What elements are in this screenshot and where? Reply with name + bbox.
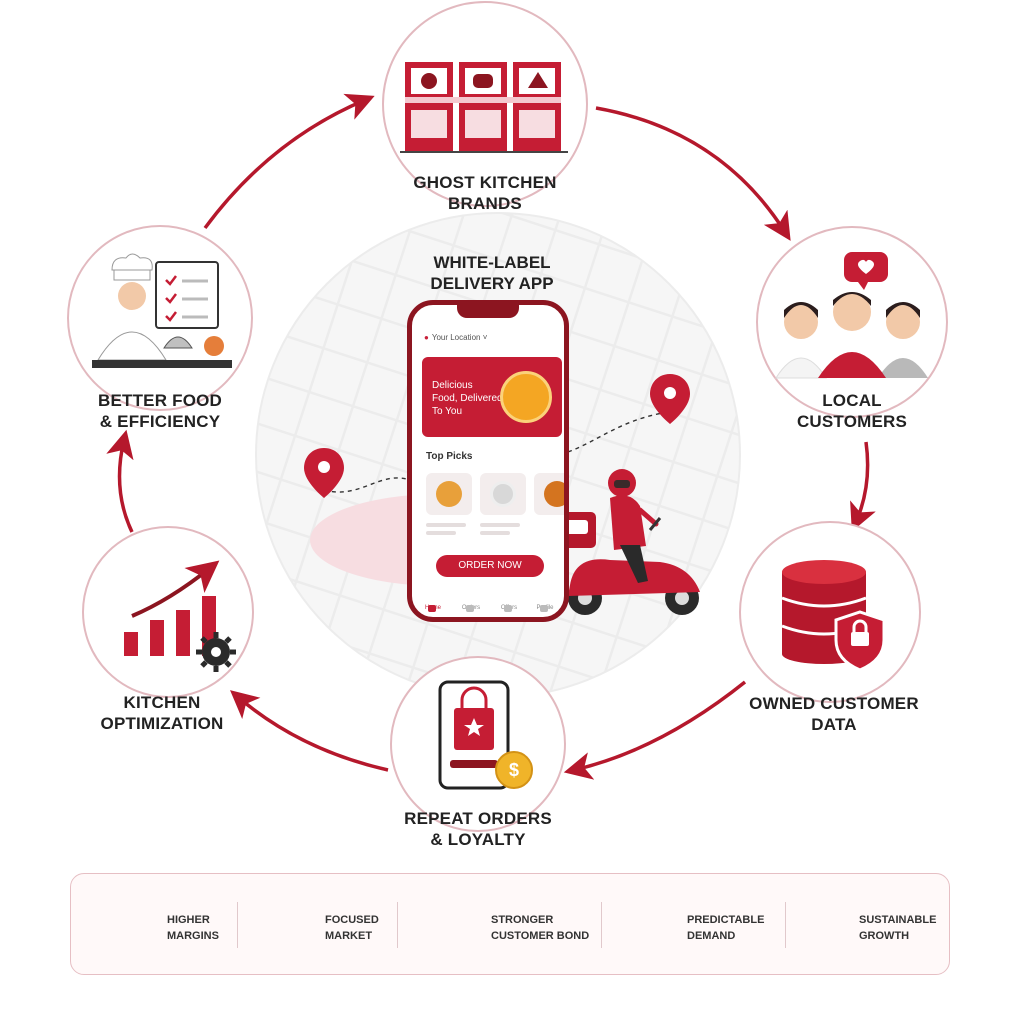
offers-icon (504, 605, 512, 612)
label-local-customers: LOCAL CUSTOMERS (796, 391, 908, 431)
customers-icon (775, 252, 928, 379)
node-local-customers (756, 226, 948, 418)
map-pin-left-icon (304, 448, 344, 498)
label-kitchen-optimization: KITCHEN OPTIMIZATION (100, 693, 224, 733)
food-bowl-icon (500, 371, 552, 423)
svg-text:$: $ (509, 760, 519, 780)
arrow-optimization-to-better (106, 429, 134, 533)
plate-thumbnail[interactable] (480, 473, 526, 515)
placeholder-line (426, 531, 456, 535)
top-picks-heading: Top Picks (426, 451, 473, 462)
storefronts-icon (400, 62, 568, 153)
banner-line2: Food, Delivered (432, 393, 503, 404)
tab-orders[interactable]: Orders (452, 605, 490, 612)
benefit-divider (785, 902, 786, 948)
banner-line3: To You (432, 406, 463, 417)
location-selector[interactable]: ●Your Location ˅ (424, 333, 487, 342)
profile-icon (540, 605, 548, 612)
placeholder-line (480, 523, 520, 527)
map-pin-right-icon (650, 374, 690, 424)
location-label: Your Location (431, 333, 481, 342)
shopping-bag-phone-icon: $ (438, 680, 533, 790)
tab-home[interactable]: Home (414, 605, 452, 612)
node-kitchen-optimization (82, 526, 254, 698)
node-ghost-kitchen (382, 1, 588, 207)
database-lock-icon (781, 560, 886, 672)
placeholder-line (480, 531, 510, 535)
route-left (304, 448, 411, 498)
burger-thumbnail[interactable] (426, 473, 472, 515)
center-title-line2: DELIVERY APP (430, 274, 554, 293)
label-better-food: BETTER FOOD & EFFICIENCY (97, 391, 223, 431)
arrow-ghost-to-customers (595, 106, 791, 241)
chef-checklist-icon (92, 253, 232, 368)
promo-banner[interactable]: Delicious Food, Delivered To You (422, 357, 562, 437)
arrow-repeat-to-optimization (230, 690, 389, 772)
bottom-tab-bar: Home Orders Offers Profile (412, 595, 564, 617)
placeholder-line (426, 523, 466, 527)
center-title-line1: WHITE-LABEL (433, 253, 551, 272)
chevron-down-icon: ˅ (482, 333, 488, 342)
node-owned-data (739, 521, 921, 703)
node-better-food (67, 225, 253, 411)
cycle-arrows (106, 93, 876, 780)
route-right (567, 374, 690, 453)
arrow-customers-to-data (850, 441, 876, 532)
node-repeat-orders: $ (390, 656, 566, 832)
arrow-better-to-ghost (203, 93, 375, 230)
label-ghost-kitchen: GHOST KITCHEN BRANDS (413, 173, 557, 213)
benefit-divider (601, 902, 602, 948)
banner-line1: Delicious (432, 380, 473, 391)
benefit-divider (397, 902, 398, 948)
tab-profile[interactable]: Profile (526, 605, 564, 612)
center-title: WHITE-LABEL DELIVERY APP (392, 252, 592, 294)
phone-mockup: ●Your Location ˅ Delicious Food, Deliver… (407, 300, 569, 622)
phone-notch (457, 305, 519, 318)
arrow-data-to-repeat (563, 680, 747, 780)
tab-offers[interactable]: Offers (490, 605, 528, 612)
chicken-thumbnail[interactable] (534, 473, 564, 515)
benefit-divider (237, 902, 238, 948)
label-repeat-orders: REPEAT ORDERS & LOYALTY (404, 809, 552, 849)
location-pin-icon: ● (424, 333, 429, 342)
growth-chart-gear-icon (124, 560, 236, 672)
home-icon (428, 605, 436, 612)
label-owned-data: OWNED CUSTOMER DATA (749, 694, 919, 734)
order-now-button[interactable]: ORDER NOW (436, 555, 544, 577)
orders-icon (466, 605, 474, 612)
